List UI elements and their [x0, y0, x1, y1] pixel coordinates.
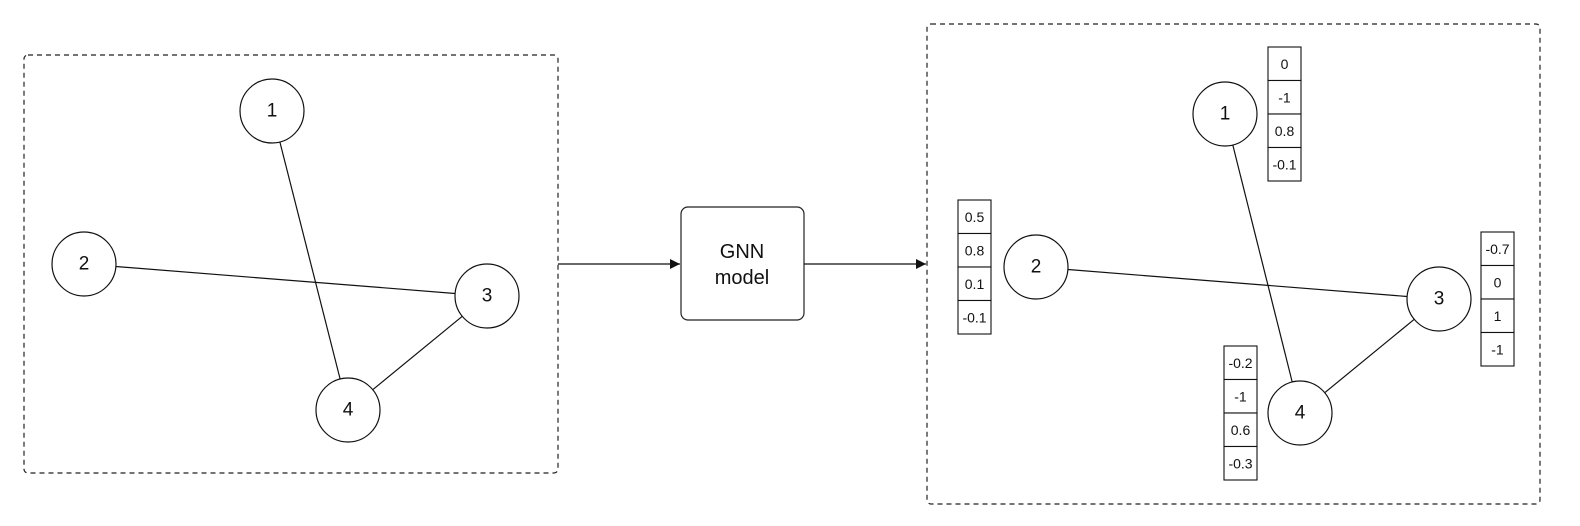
input-node-circle — [454, 263, 520, 329]
input-node-1: 1 — [239, 78, 305, 144]
input-node-2: 2 — [51, 231, 117, 297]
embedding-value: -1 — [1278, 89, 1291, 105]
output-node-1: 1 — [1192, 81, 1258, 147]
embedding-cell — [1223, 445, 1258, 481]
embedding-value: -0.7 — [1485, 241, 1509, 257]
output-node-label: 1 — [1220, 104, 1231, 125]
embedding-vector-node-4: -0.2 -1 0.6 -0.3 — [1223, 345, 1258, 481]
embedding-cell — [957, 232, 992, 268]
embedding-value: 0 — [1494, 274, 1502, 290]
embedding-value: -1 — [1234, 388, 1247, 404]
input-node-4: 4 — [315, 377, 381, 443]
embedding-cell — [1480, 298, 1515, 334]
input-edge-2-3 — [115, 265, 456, 295]
embedding-value: 1 — [1494, 308, 1502, 324]
embedding-cell — [1223, 412, 1258, 448]
output-node-circle — [1003, 234, 1069, 300]
embedding-cell — [957, 199, 992, 235]
embedding-cell — [1267, 79, 1302, 115]
output-edge-2-3 — [1067, 268, 1408, 298]
input-node-circle — [239, 78, 305, 144]
embedding-cell — [1267, 46, 1302, 82]
output-node-2: 2 — [1003, 234, 1069, 300]
input-node-label: 2 — [79, 254, 90, 275]
output-edge-3-4 — [1324, 318, 1415, 394]
embedding-value: 0.1 — [965, 276, 985, 292]
input-node-label: 1 — [267, 101, 278, 122]
gnn-model-box: GNN model — [680, 206, 805, 321]
input-node-circle — [51, 231, 117, 297]
input-edge-3-4 — [372, 315, 463, 391]
output-node-label: 3 — [1434, 289, 1445, 310]
embedding-cell — [1480, 264, 1515, 300]
embedding-value: 0.8 — [965, 242, 985, 258]
embedding-vector-node-1: 0 -1 0.8 -0.1 — [1267, 46, 1302, 182]
model-label-line1: GNN — [720, 241, 764, 263]
embedding-value: 0.8 — [1275, 123, 1295, 139]
output-graph-frame — [926, 23, 1541, 505]
embedding-value: 0 — [1281, 56, 1289, 72]
embedding-vector-node-2: 0.5 0.8 0.1 -0.1 — [957, 199, 992, 335]
output-node-label: 2 — [1031, 257, 1042, 278]
embedding-cell — [1480, 331, 1515, 367]
input-graph: 1 2 3 4 — [23, 54, 559, 474]
embedding-value: -0.1 — [1272, 156, 1296, 172]
input-graph-frame — [23, 54, 559, 474]
output-edge-1-4 — [1232, 144, 1293, 383]
embedding-value: -1 — [1491, 341, 1504, 357]
model-label-line2: model — [715, 267, 769, 289]
embedding-value: -0.1 — [962, 309, 986, 325]
embedding-cell — [1480, 231, 1515, 267]
embedding-cell — [957, 299, 992, 335]
input-node-label: 4 — [343, 400, 354, 421]
output-node-circle — [1406, 266, 1472, 332]
embedding-value: 0.6 — [1231, 422, 1251, 438]
output-node-circle — [1192, 81, 1258, 147]
output-node-3: 3 — [1406, 266, 1472, 332]
embedding-vector-node-3: -0.7 0 1 -1 — [1480, 231, 1515, 367]
embedding-value: -0.2 — [1228, 355, 1252, 371]
input-edge-1-4 — [279, 141, 341, 380]
embedding-value: 0.5 — [965, 209, 985, 225]
output-node-4: 4 — [1267, 380, 1333, 446]
output-node-circle — [1267, 380, 1333, 446]
input-node-label: 3 — [482, 286, 493, 307]
output-node-label: 4 — [1295, 403, 1306, 424]
embedding-cell — [1267, 146, 1302, 182]
input-node-circle — [315, 377, 381, 443]
embedding-cell — [957, 266, 992, 302]
embedding-value: -0.3 — [1228, 455, 1252, 471]
input-node-3: 3 — [454, 263, 520, 329]
embedding-cell — [1223, 345, 1258, 381]
embedding-cell — [1267, 113, 1302, 149]
